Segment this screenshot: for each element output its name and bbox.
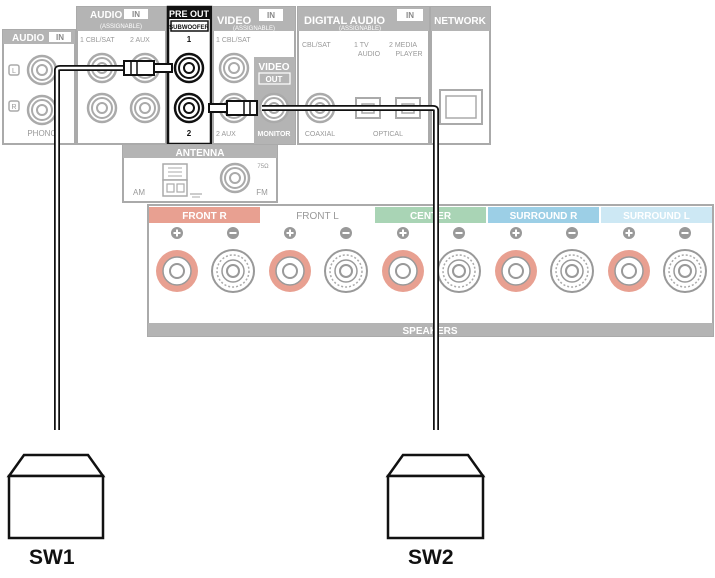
audio-in-aux-r-jack [129, 92, 161, 124]
sw1-label: SW1 [29, 546, 75, 569]
audio-in-assignable: (ASSIGNABLE) [100, 24, 142, 30]
audio-in-aux: 2 AUX [130, 37, 150, 44]
speaker-minus-terminal [437, 249, 481, 293]
antenna-ohm: 75Ω [257, 164, 269, 170]
speaker-minus-sign [453, 227, 465, 239]
pre-out-section: PRE OUT SUBWOOFER 1 2 [166, 5, 213, 146]
digital-audio-section: DIGITAL AUDIO IN (ASSIGNABLE) CBL/SAT 1 … [297, 6, 430, 145]
phono-l-jack [26, 54, 58, 86]
speakers-label: SPEAKERS [402, 326, 457, 337]
speaker-minus-sign [227, 227, 239, 239]
speaker-plus-sign [623, 227, 635, 239]
digital-audio-media-sub: PLAYER [395, 51, 422, 58]
subwoofer-1 [6, 453, 106, 540]
audio-in-left-r: R [11, 104, 16, 111]
speaker-group-label: FRONT R [182, 211, 227, 222]
speaker-minus-sign [566, 227, 578, 239]
pre-out-title: PRE OUT [169, 9, 210, 19]
speaker-plus-sign [171, 227, 183, 239]
sw2-label: SW2 [408, 546, 454, 569]
speaker-group-header [262, 207, 373, 223]
speaker-plus-terminal [155, 249, 199, 293]
antenna-fm: FM [256, 188, 268, 197]
speaker-minus-sign [679, 227, 691, 239]
speaker-plus-sign [397, 227, 409, 239]
phono-label: PHONO [27, 129, 56, 138]
subwoofer-2 [385, 453, 486, 540]
video-in-cbl: 1 CBL/SAT [216, 37, 251, 44]
network-section: NETWORK [430, 6, 491, 145]
subwoofer-2-jack [173, 92, 205, 124]
video-in-cbl-jack [218, 52, 250, 84]
cable-sw1 [54, 60, 173, 430]
speaker-minus-sign [340, 227, 352, 239]
audio-in-section: AUDIO IN (ASSIGNABLE) 1 CBL/SAT 2 AUX [76, 6, 167, 145]
speaker-group-header [488, 207, 599, 223]
audio-in-badge: IN [132, 10, 140, 19]
digital-audio-media: 2 MEDIA [389, 42, 417, 49]
speaker-minus-terminal [550, 249, 594, 293]
speaker-group-label: SURROUND L [623, 211, 690, 222]
audio-in-cbl: 1 CBL/SAT [80, 37, 115, 44]
speaker-minus-terminal [324, 249, 368, 293]
video-in-badge: IN [267, 11, 275, 20]
video-in-assignable: (ASSIGNABLE) [233, 26, 275, 32]
phono-r-jack [26, 94, 58, 126]
pre-out-2: 2 [187, 129, 192, 138]
antenna-section: ANTENNA AM 75Ω FM [122, 144, 278, 203]
digital-audio-tv-sub: AUDIO [358, 51, 381, 58]
speaker-group-header [601, 207, 712, 223]
digital-audio-cbl: CBL/SAT [302, 42, 331, 49]
video-out-title: VIDEO [258, 62, 289, 73]
audio-in-left-title: AUDIO [12, 33, 44, 44]
digital-audio-optical: OPTICAL [373, 131, 403, 138]
digital-audio-tv: 1 TV [354, 42, 369, 49]
speaker-group-header [149, 207, 260, 223]
sw2-rca-plug [226, 100, 258, 116]
speaker-plus-terminal [268, 249, 312, 293]
digital-audio-title: DIGITAL AUDIO [304, 15, 386, 27]
fm-terminal [219, 162, 251, 194]
network-title: NETWORK [434, 16, 486, 27]
speaker-plus-sign [510, 227, 522, 239]
video-out-badge: OUT [266, 75, 283, 84]
speakers-section: FRONT R FRONT L CENTER SURROUND R SURROUND L… [147, 204, 714, 337]
video-in-title: VIDEO [217, 15, 252, 27]
audio-in-left-l: L [12, 68, 16, 75]
speaker-group-label: FRONT L [296, 211, 339, 222]
audio-in-left-badge: IN [56, 33, 64, 42]
pre-out-subwoofer: SUBWOOFER [169, 25, 209, 31]
speaker-minus-terminal [211, 249, 255, 293]
audio-in-left-section: AUDIO IN L R PHONO [2, 29, 76, 145]
digital-audio-assignable: (ASSIGNABLE) [339, 26, 381, 32]
pre-out-1: 1 [187, 35, 192, 44]
audio-in-cbl-r-jack [86, 92, 118, 124]
cable-sw2 [208, 100, 439, 430]
speaker-minus-terminal [663, 249, 707, 293]
sw1-rca-plug [123, 60, 155, 76]
video-out-section: VIDEO OUT MONITOR [254, 57, 295, 144]
speaker-plus-terminal [607, 249, 651, 293]
speaker-group-label: CENTER [410, 211, 452, 222]
subwoofer-1-jack [173, 52, 205, 84]
digital-audio-coaxial: COAXIAL [305, 131, 335, 138]
speaker-plus-terminal [381, 249, 425, 293]
audio-in-title: AUDIO [90, 10, 122, 21]
antenna-am: AM [133, 188, 145, 197]
video-out-monitor: MONITOR [258, 131, 291, 138]
digital-audio-badge: IN [406, 11, 414, 20]
video-in-aux: 2 AUX [216, 131, 236, 138]
speaker-plus-terminal [494, 249, 538, 293]
speaker-group-header [375, 207, 486, 223]
antenna-title: ANTENNA [176, 148, 225, 159]
speaker-group-label: SURROUND R [510, 211, 579, 222]
speaker-plus-sign [284, 227, 296, 239]
